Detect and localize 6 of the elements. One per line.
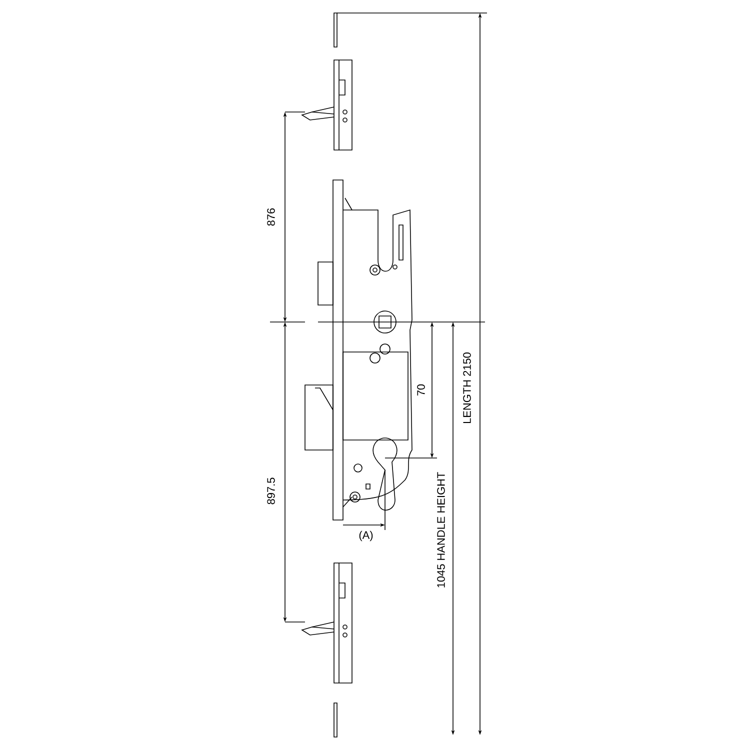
dimension-label: 70 (417, 384, 425, 396)
dimension-label: (A) (359, 530, 373, 542)
dimension-label: 897.5 (267, 478, 275, 504)
dimension-label: 1045 HANDLE HEIGHT (437, 472, 445, 588)
dimension-label: 876 (267, 208, 275, 226)
dimension-label: LENGTH 2150 (463, 352, 471, 424)
